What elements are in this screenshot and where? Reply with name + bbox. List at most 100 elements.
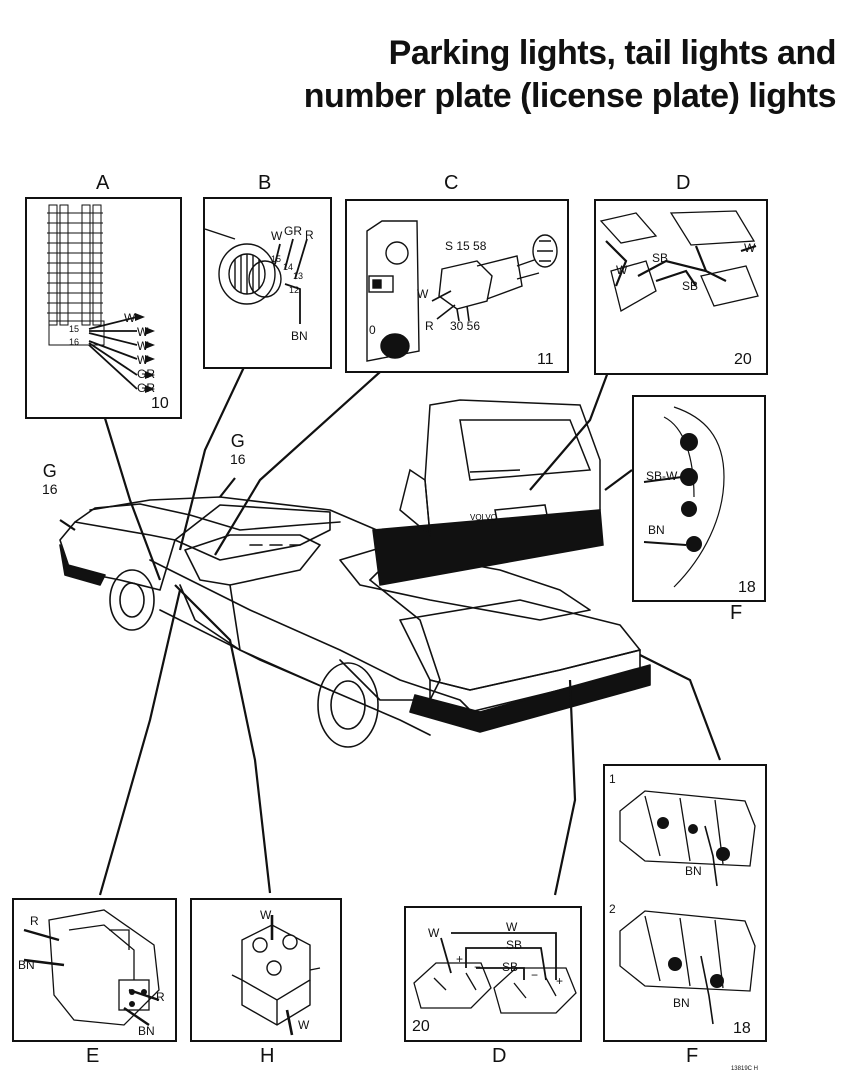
plate-lights-drawing <box>599 210 759 312</box>
wire-a-3: W <box>137 339 149 353</box>
panel-e-connector: R BN R BN <box>12 898 177 1042</box>
terminal-12: 12 <box>289 285 300 295</box>
light-switch-drawing <box>205 228 308 324</box>
panel-c-letter: C <box>444 172 459 194</box>
wire-c-r: R <box>425 319 434 333</box>
leader-h <box>174 584 272 894</box>
terminal-15: 15 <box>271 254 282 264</box>
car-rear-quarter <box>339 579 441 701</box>
car-trunk <box>399 599 641 691</box>
wire-f-bottom-bn1: BN <box>685 864 702 878</box>
wire-c-w: W <box>417 287 429 301</box>
leader-g-mid <box>219 477 236 498</box>
wire-e-bn2: BN <box>138 1024 155 1038</box>
tail-light-1-marker: 1 <box>609 772 616 786</box>
wire-d-bottom-sb1: SB <box>506 938 523 952</box>
tail-light-2-marker: 2 <box>609 902 616 916</box>
leader-a <box>102 414 162 581</box>
panel-b-light-switch: W GR R BN 15 14 13 12 <box>203 197 332 369</box>
g-mid-number: 16 <box>230 451 246 467</box>
connector-h-drawing <box>231 915 321 1036</box>
wire-a-6: GR <box>137 381 155 395</box>
panel-f-top-number: 18 <box>738 579 756 596</box>
wire-a-1: W <box>124 311 136 325</box>
terminals-bottom: 30 56 <box>450 319 481 333</box>
wire-h-w1: W <box>260 908 272 922</box>
leader-lines <box>59 364 722 896</box>
wire-a-2: W <box>137 325 149 339</box>
wire-b-w: W <box>271 229 283 243</box>
g-label-left: G 16 <box>42 462 58 498</box>
leader-g-left <box>59 519 76 531</box>
panel-d-bottom-plate-lights: W W SB SB + − − + 20 <box>404 906 582 1042</box>
g-mid-letter: G <box>230 431 245 451</box>
wire-d-top-sb1: SB <box>652 251 669 265</box>
panel-h-connector: W W <box>190 898 342 1042</box>
wire-h-w2: W <box>298 1018 310 1032</box>
panel-f-bottom-letter: F <box>686 1045 699 1067</box>
car-front-bumper <box>59 544 106 586</box>
plate-lights-wiring-drawing <box>413 932 577 1014</box>
dash-switch-drawing <box>366 220 558 362</box>
car-dashboard <box>184 534 321 586</box>
leader-d-top <box>529 371 610 491</box>
wire-f-top-sbw: SB-W <box>646 469 678 483</box>
panel-d-bottom-letter: D <box>492 1045 507 1067</box>
connectors-drawing <box>643 406 725 588</box>
panel-d-bottom-number: 20 <box>412 1018 430 1035</box>
wire-d-top-w2: W <box>744 241 756 255</box>
leader-b <box>178 364 246 551</box>
fuse-16-label: 16 <box>69 337 80 347</box>
car-side <box>149 559 471 711</box>
car-sill <box>159 609 431 736</box>
panel-e-letter: E <box>86 1045 100 1067</box>
panel-d-top-number: 20 <box>734 351 752 368</box>
wire-b-gr: GR <box>284 224 302 238</box>
tailgate-inset <box>372 399 604 586</box>
page-title-line-2: number plate (license plate) lights <box>303 77 837 115</box>
leader-c <box>214 371 381 556</box>
wire-a-4: W <box>137 353 149 367</box>
polarity-1: + <box>456 952 464 966</box>
g-left-letter: G <box>42 461 57 481</box>
wire-d-top-w1: W <box>616 263 628 277</box>
car-front-wheel <box>109 569 155 631</box>
badge-text: VOLVO <box>470 513 497 522</box>
panel-c-dash-switch: S 15 58 30 56 W R 0 11 <box>345 199 569 373</box>
polarity-2: − <box>474 960 482 974</box>
panel-f-top-connectors: SB-W BN 18 <box>632 395 766 602</box>
panel-a-fuse-box: 15 16 W W W W GR GR 10 <box>25 197 182 419</box>
car-door-line <box>229 584 331 691</box>
car-rear-wheel <box>317 662 379 748</box>
terminal-13: 13 <box>293 271 304 281</box>
panel-f-bottom-number: 18 <box>733 1020 751 1037</box>
fuse-15-label: 15 <box>69 324 80 334</box>
panel-c-number: 11 <box>537 351 554 368</box>
wire-d-bottom-w2: W <box>506 920 518 934</box>
wire-e-r2: R <box>156 990 165 1004</box>
panel-d-top-letter: D <box>676 172 691 194</box>
panel-f-bottom-tail-lights: 1 2 BN BN 18 <box>603 764 767 1042</box>
panel-d-top-plate-lights: W SB W SB 20 <box>594 199 768 375</box>
g-label-mid: G 16 <box>230 432 246 468</box>
car-rear-bumper <box>409 664 651 733</box>
panel-a-number: 10 <box>151 395 169 412</box>
wire-b-bn: BN <box>291 329 308 343</box>
car-roof <box>89 496 401 581</box>
panel-b-letter: B <box>258 172 272 194</box>
wire-a-5: GR <box>137 367 155 381</box>
wire-d-bottom-sb2: SB <box>502 960 519 974</box>
polarity-4: + <box>556 974 564 988</box>
connector-e-drawing <box>23 909 160 1026</box>
panel-f-top-letter: F <box>730 602 743 624</box>
tail-lights-drawing <box>619 790 756 1025</box>
leader-d-bottom <box>553 679 577 896</box>
car-front-end <box>59 521 176 591</box>
leader-f-top <box>604 469 633 491</box>
wire-e-r1: R <box>30 914 39 928</box>
car-hood <box>74 503 341 531</box>
car-windshield <box>174 504 331 561</box>
terminals-top: S 15 58 <box>445 239 487 253</box>
wire-d-bottom-w1: W <box>428 926 440 940</box>
